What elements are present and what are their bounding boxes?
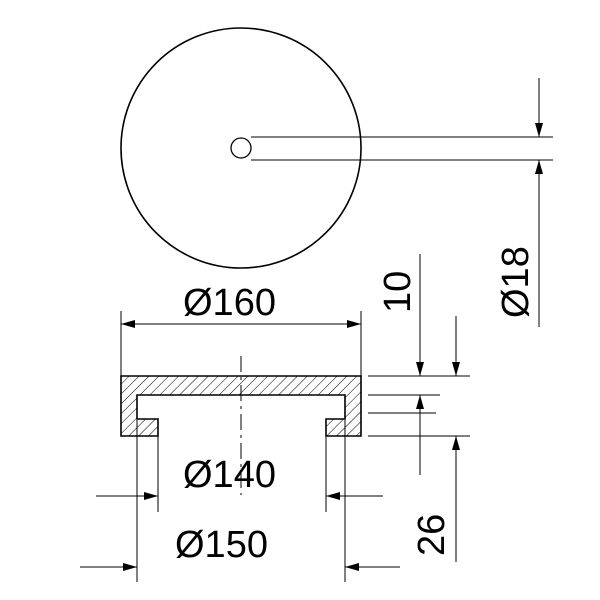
- dim-160: Ø160: [120, 282, 362, 376]
- top-view-outer-circle: [120, 27, 362, 269]
- inner-diameter-label: Ø140: [183, 454, 276, 496]
- base-outer-diameter-label: Ø150: [175, 524, 268, 566]
- total-height-label: 26: [411, 514, 453, 556]
- dim-26: 26: [368, 316, 470, 562]
- top-outer-diameter-label: Ø160: [183, 282, 276, 324]
- lid-thickness-label: 10: [377, 271, 419, 313]
- center-hole-circle: [230, 137, 252, 159]
- dim-140: Ø140: [96, 436, 383, 512]
- hole-diameter-label: Ø18: [495, 246, 537, 318]
- dim-10: 10: [368, 254, 440, 475]
- top-view: Ø18: [120, 27, 553, 327]
- dim-150: Ø150: [80, 420, 400, 582]
